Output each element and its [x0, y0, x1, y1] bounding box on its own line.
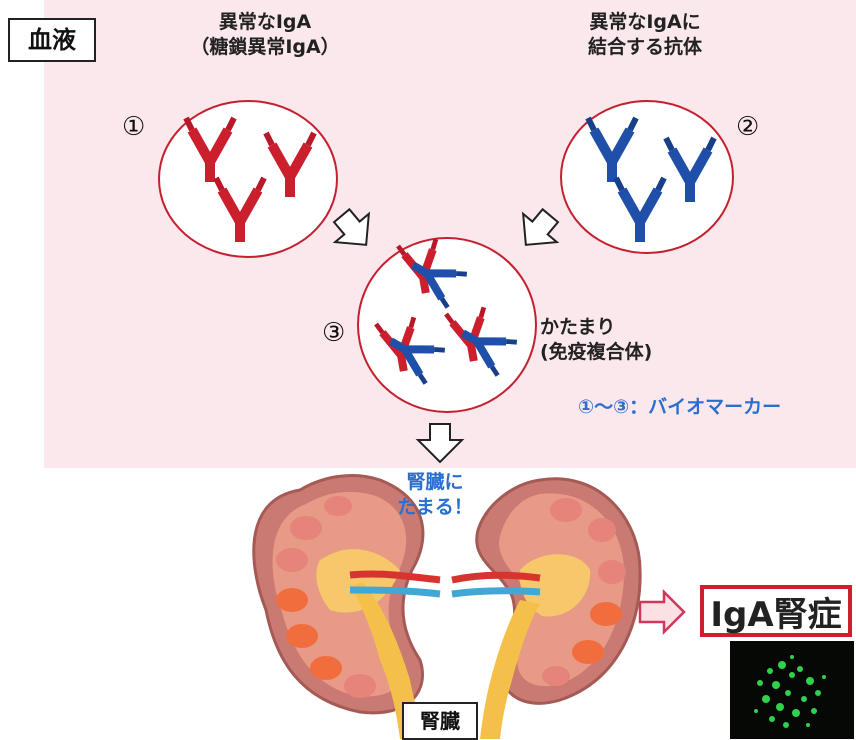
iga-nephropathy-box: IgA腎症 [700, 585, 852, 637]
antibody-molecule [616, 178, 664, 242]
abnormal-iga-molecule [216, 178, 264, 242]
immune-complex-label: かたまり (免疫複合体) [540, 315, 700, 364]
arrow-down-right-icon [325, 202, 383, 259]
accumulate-label: 腎臓に たまる！ [380, 470, 490, 519]
arrow-down-left-icon [509, 202, 567, 259]
arrow-down-icon [418, 424, 462, 462]
abnormal-iga-molecule [186, 118, 234, 182]
antibody-molecule [666, 138, 714, 202]
abnormal-iga-molecule [266, 133, 314, 197]
immune-complex [376, 317, 445, 383]
immune-complex [398, 239, 467, 307]
kidney-label: 腎臓 [402, 702, 478, 740]
arrow-right-icon [640, 592, 684, 632]
microscopy-image [730, 641, 854, 739]
antibody-molecule [588, 118, 636, 182]
immune-complex [446, 307, 517, 375]
biomarker-label: ①〜③：バイオマーカー [578, 395, 856, 420]
